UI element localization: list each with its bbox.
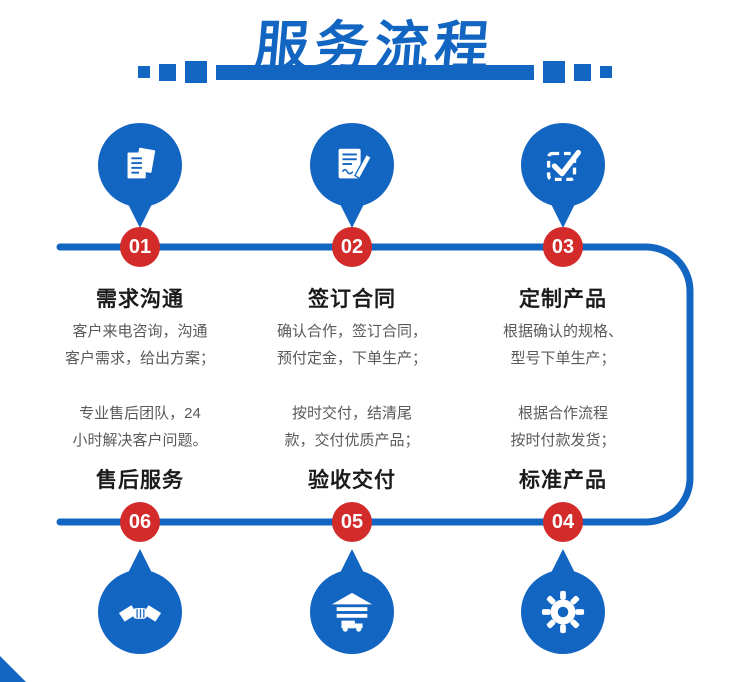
step-05-icon-circle bbox=[310, 570, 394, 654]
decor-square bbox=[185, 61, 207, 83]
step-01-description: 客户来电咨询，沟通 客户需求，给出方案； bbox=[45, 318, 235, 372]
desc-line: 客户来电咨询，沟通 bbox=[72, 323, 208, 340]
documents-icon bbox=[127, 147, 156, 179]
step-05-number-badge: 05 bbox=[332, 502, 372, 542]
warehouse-truck-icon bbox=[331, 592, 373, 632]
step-04-description: 根据合作流程 按时付款发货； bbox=[468, 400, 658, 454]
gear-icon bbox=[541, 590, 585, 634]
decor-square bbox=[543, 61, 565, 83]
desc-line: 确认合作，签订合同， bbox=[276, 323, 427, 340]
step-06-title: 售后服务 bbox=[96, 469, 184, 492]
step-05-title: 验收交付 bbox=[308, 469, 396, 492]
step-04-number-badge: 04 bbox=[543, 502, 583, 542]
title-decoration bbox=[0, 61, 750, 83]
checkmark-icon bbox=[546, 149, 581, 182]
step-04-icon-circle bbox=[521, 570, 605, 654]
handshake-icon bbox=[118, 605, 162, 622]
decor-square bbox=[159, 63, 176, 81]
step-03-title: 定制产品 bbox=[519, 288, 607, 311]
step-04-title: 标准产品 bbox=[519, 469, 607, 492]
step-06-icon-circle bbox=[98, 570, 182, 654]
decor-square bbox=[574, 63, 591, 81]
flow-column-1: 01 需求沟通 客户来电咨询，沟通 客户需求，给出方案； 专业售后团队，24 小… bbox=[40, 0, 240, 682]
desc-line: 预付定金，下单生产； bbox=[276, 350, 427, 367]
desc-line: 根据合作流程 bbox=[517, 405, 608, 422]
decor-square bbox=[138, 66, 150, 78]
pointer-down-icon bbox=[127, 202, 153, 228]
step-05-description: 按时交付，结清尾 款，交付优质产品； bbox=[257, 400, 447, 454]
step-01-number-badge: 01 bbox=[120, 227, 160, 267]
desc-line: 客户需求，给出方案； bbox=[64, 350, 215, 367]
step-02-description: 确认合作，签订合同， 预付定金，下单生产； bbox=[257, 318, 447, 372]
step-06-description: 专业售后团队，24 小时解决客户问题。 bbox=[45, 400, 235, 454]
decor-bar bbox=[216, 64, 534, 80]
step-02-number-badge: 02 bbox=[332, 227, 372, 267]
step-06-number-badge: 06 bbox=[120, 502, 160, 542]
desc-line: 专业售后团队，24 bbox=[79, 405, 201, 422]
step-02-icon-circle bbox=[310, 123, 394, 207]
corner-accent bbox=[0, 656, 26, 682]
desc-line: 按时交付，结清尾 bbox=[291, 405, 412, 422]
desc-line: 按时付款发货； bbox=[510, 432, 616, 449]
step-01-title: 需求沟通 bbox=[96, 288, 184, 311]
desc-line: 款，交付优质产品； bbox=[284, 432, 420, 449]
step-03-description: 根据确认的规格、 型号下单生产； bbox=[468, 318, 658, 372]
contract-sign-icon bbox=[338, 148, 373, 180]
step-01-icon-circle bbox=[98, 123, 182, 207]
flow-column-2: 02 签订合同 确认合作，签订合同， 预付定金，下单生产； 按时交付，结清尾 款… bbox=[252, 0, 452, 682]
desc-line: 根据确认的规格、 bbox=[502, 323, 623, 340]
step-03-number-badge: 03 bbox=[543, 227, 583, 267]
pointer-down-icon bbox=[339, 202, 365, 228]
flow-column-3: 03 定制产品 根据确认的规格、 型号下单生产； 根据合作流程 按时付款发货； … bbox=[463, 0, 663, 682]
desc-line: 型号下单生产； bbox=[510, 350, 616, 367]
step-02-title: 签订合同 bbox=[308, 288, 396, 311]
step-03-icon-circle bbox=[521, 123, 605, 207]
desc-line: 小时解决客户问题。 bbox=[72, 432, 208, 449]
decor-square bbox=[600, 66, 612, 78]
pointer-down-icon bbox=[550, 202, 576, 228]
